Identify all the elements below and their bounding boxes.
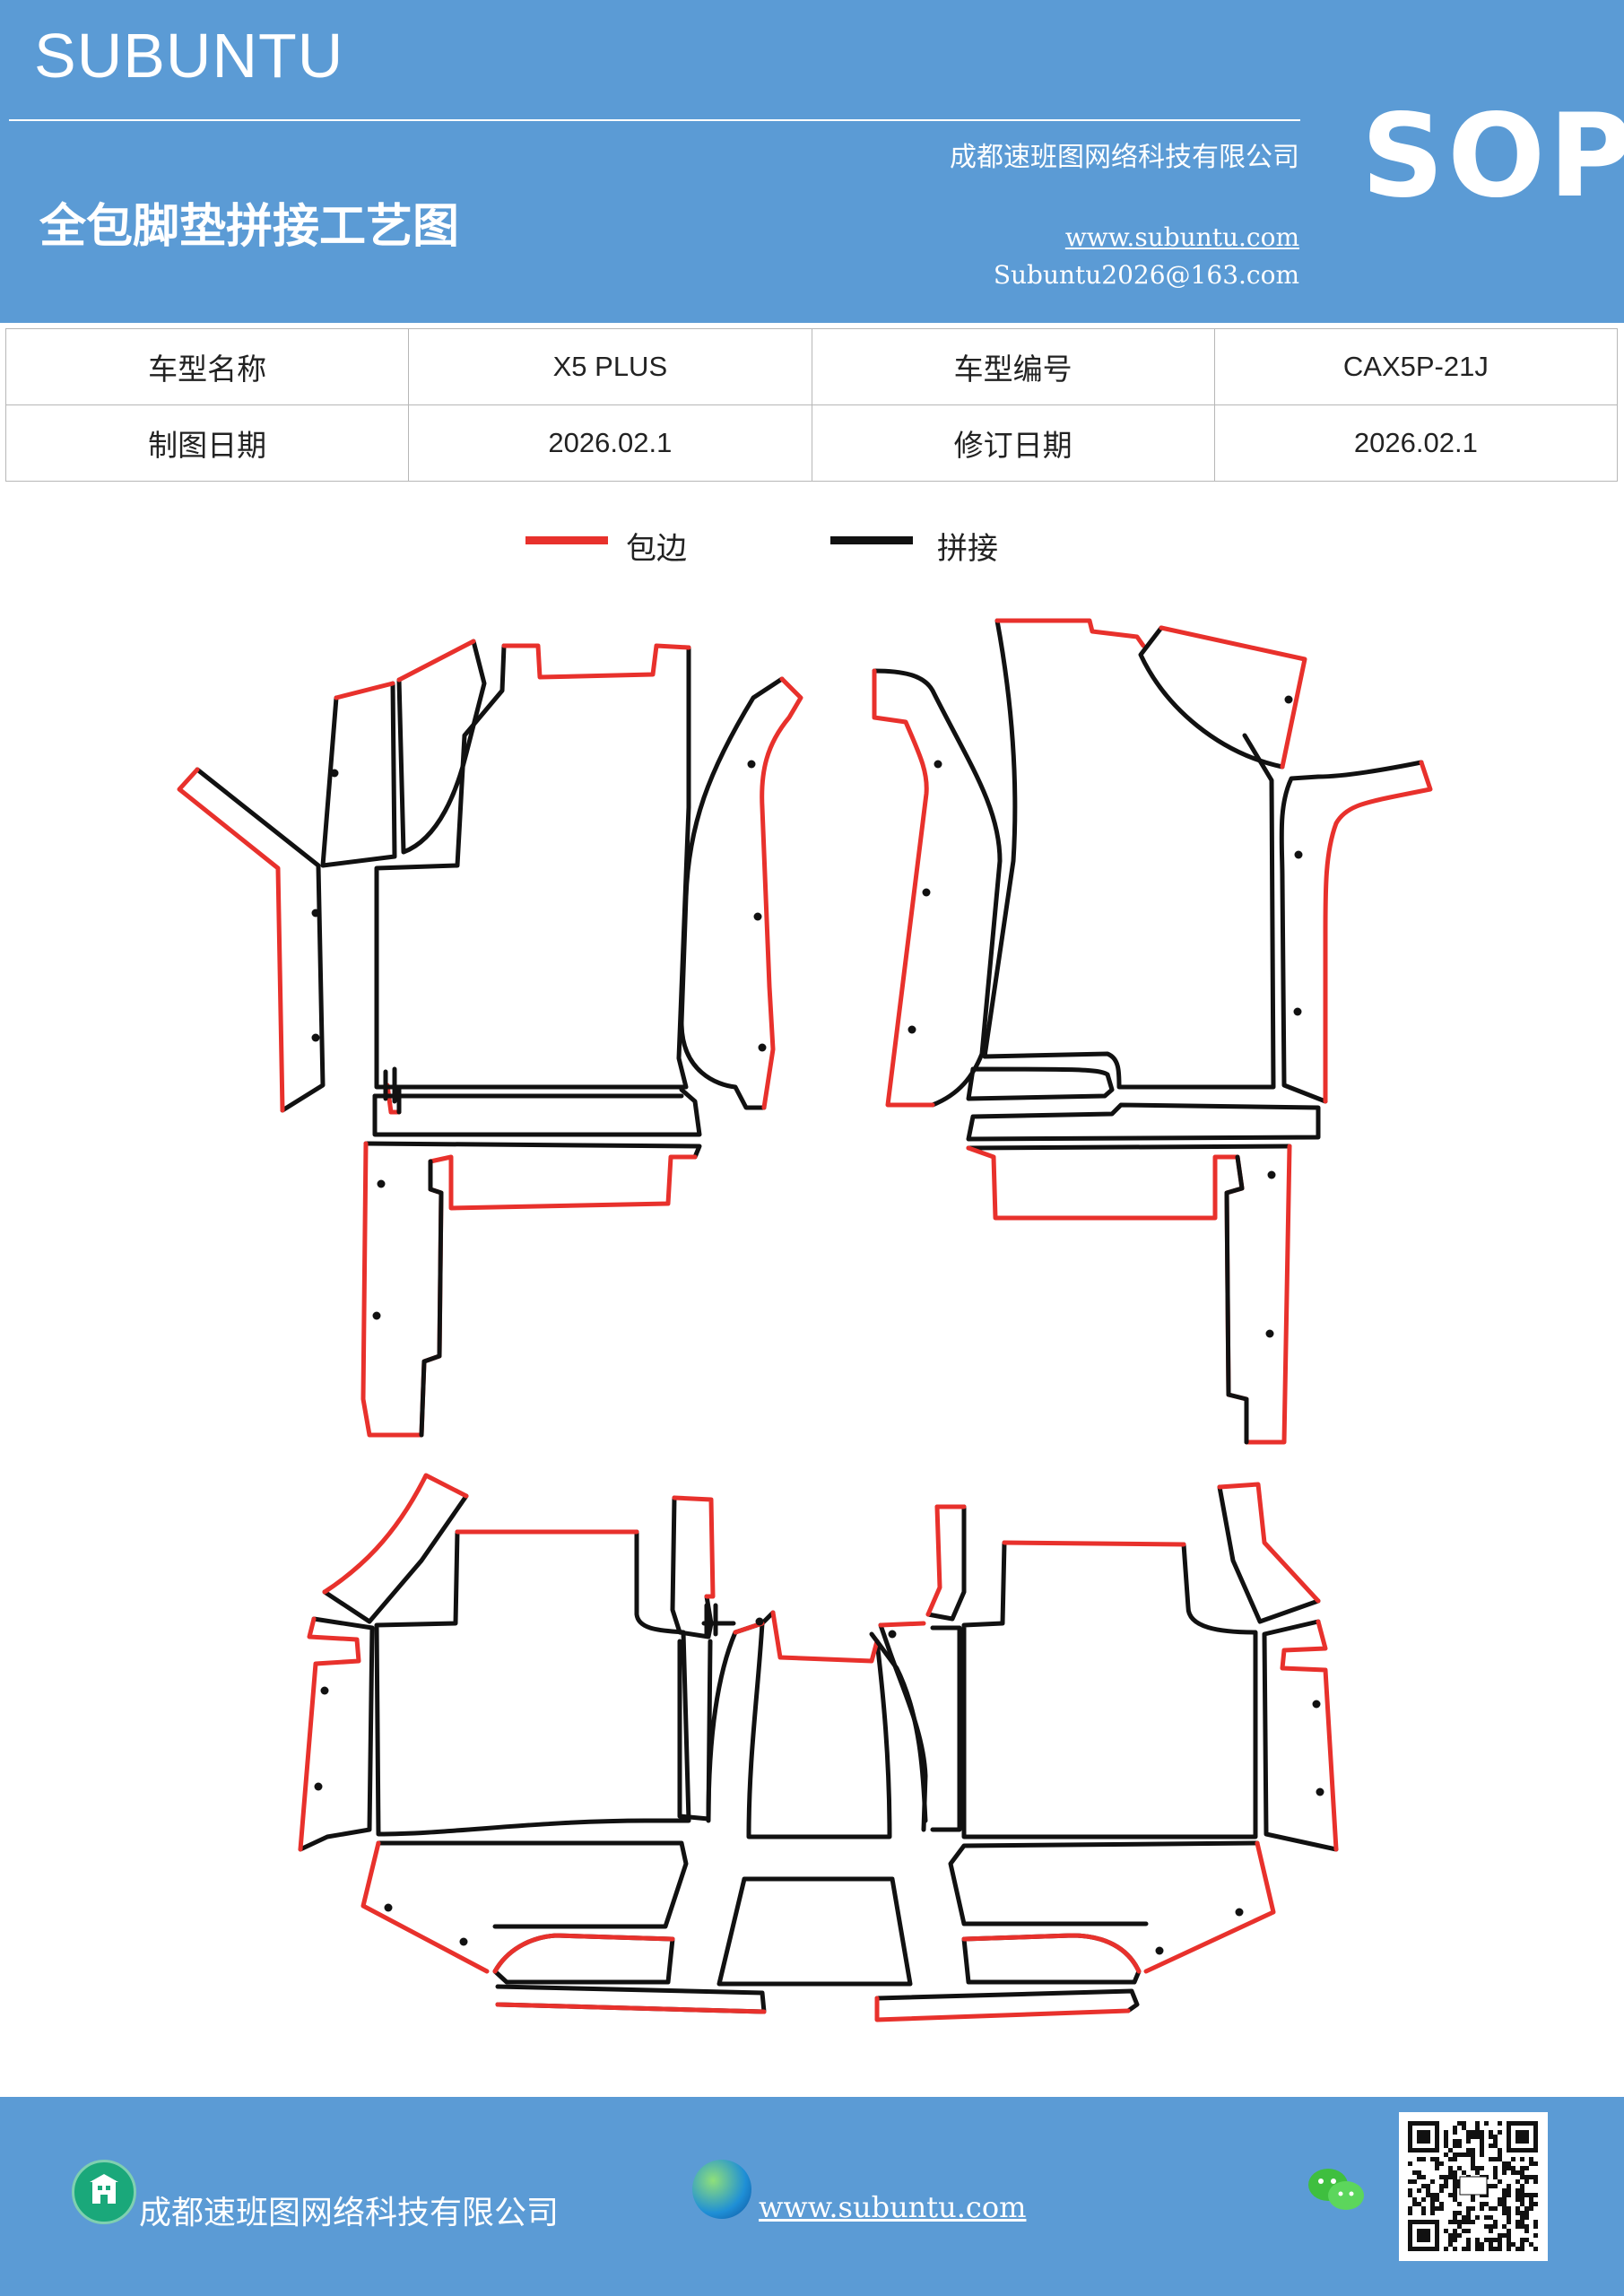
footer-company: 成都速班图网络科技有限公司 (139, 2195, 560, 2231)
draw-date-label: 制图日期 (4, 404, 410, 482)
mat-piece (982, 618, 1276, 1090)
vehicle-info-table: 车型名称 X5 PLUS 车型编号 CAX5P-21J 制图日期 2026.02… (4, 328, 1619, 482)
seam-swatch (830, 536, 913, 544)
mat-piece (322, 1493, 469, 1624)
mat-piece (679, 676, 785, 1110)
header-banner (0, 0, 1624, 323)
sop-badge: SOP (1361, 90, 1624, 223)
mat-piece (966, 1066, 1115, 1101)
mat-piece (374, 1529, 691, 1837)
header-email: Subuntu2026@163.com (993, 260, 1299, 290)
mat-piece (746, 1610, 892, 1839)
header-website-link[interactable]: www.subuntu.com (1064, 222, 1299, 252)
revise-date-label: 修订日期 (811, 404, 1215, 482)
center-mat-group (706, 1610, 928, 1987)
mat-piece (1262, 1619, 1339, 1852)
building-icon (72, 2160, 136, 2224)
mat-piece (177, 767, 285, 1113)
revise-date-value: 2026.02.1 (1213, 404, 1619, 482)
front-right-mat-group (872, 618, 1433, 1445)
mat-piece (372, 1087, 702, 1137)
document-title: 全包脚垫拼接工艺图 (39, 200, 460, 254)
mat-piece (376, 1840, 689, 1929)
mat-piece (961, 1540, 1258, 1839)
mat-piece (716, 1876, 913, 1987)
footer-website-link[interactable]: www.subuntu.com (759, 2190, 1027, 2224)
mat-piece (677, 1639, 713, 1822)
wechat-icon (1305, 2163, 1368, 2217)
rear-left-mat-group (298, 1473, 767, 2014)
model-code-label: 车型编号 (811, 328, 1215, 405)
seam-legend-label: 拼接 (937, 531, 998, 567)
mat-piece (930, 1625, 962, 1832)
mat-piece (1217, 1484, 1321, 1624)
header-divider (9, 119, 1300, 121)
mat-piece (1279, 760, 1424, 1104)
draw-date-value: 2026.02.1 (408, 404, 812, 482)
mat-piece (1138, 625, 1285, 770)
hem-legend-label: 包边 (626, 531, 687, 567)
qr-code (1399, 2112, 1548, 2261)
mat-piece (872, 668, 1003, 1108)
mat-piece (363, 1141, 702, 1160)
mat-piece (374, 643, 691, 1090)
model-name-label: 车型名称 (4, 328, 410, 405)
mat-piece (966, 1102, 1321, 1142)
mat-piece (396, 639, 487, 855)
floor-mat-pattern-diagram (177, 618, 1433, 2022)
mat-piece (492, 1933, 675, 1985)
fastener-dots (311, 695, 1324, 1955)
mat-piece (670, 1495, 714, 1639)
table-row: 制图日期 2026.02.1 修订日期 2026.02.1 (4, 404, 1619, 482)
mat-piece (948, 1840, 1260, 1926)
legend: 包边 拼接 (0, 522, 1624, 576)
table-row: 车型名称 X5 PLUS 车型编号 CAX5P-21J (4, 328, 1619, 405)
model-code-value: CAX5P-21J (1213, 328, 1619, 405)
front-left-mat-group (177, 639, 803, 1438)
model-name-value: X5 PLUS (408, 328, 812, 405)
mat-piece (320, 681, 397, 868)
rear-right-mat-group (874, 1482, 1339, 2022)
hem-swatch (525, 536, 608, 544)
brand-name: SUBUNTU (34, 21, 344, 91)
mat-piece (874, 1988, 1140, 2013)
mat-piece (298, 1616, 375, 1852)
mat-piece (925, 1504, 967, 1622)
header-company: 成都速班图网络科技有限公司 (950, 142, 1299, 173)
mat-piece (195, 767, 326, 1113)
globe-icon (692, 2160, 751, 2219)
